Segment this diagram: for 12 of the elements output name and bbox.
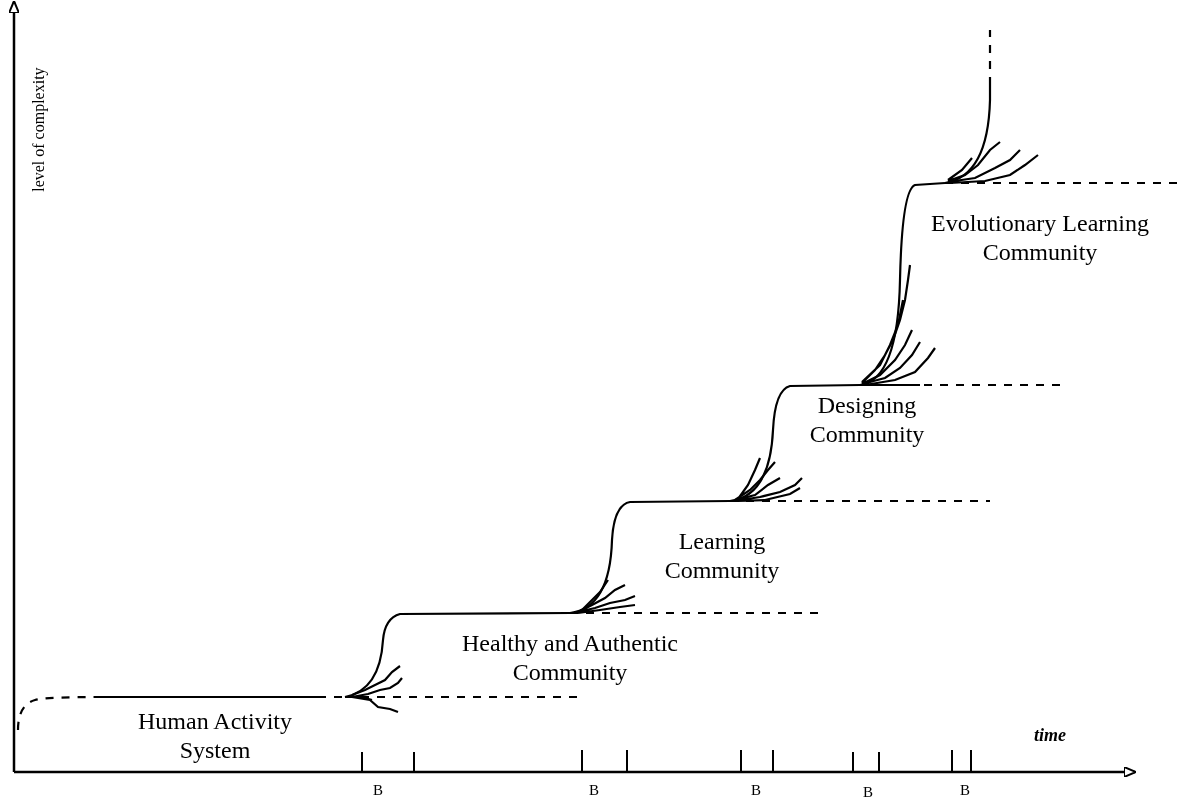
stage-label: Evolutionary Learning Community <box>930 209 1150 267</box>
axis-title: time <box>1033 725 1067 747</box>
stage-label: Healthy and Authentic Community <box>461 629 679 687</box>
tick-label: B <box>372 781 384 799</box>
stage-label: Learning Community <box>663 527 781 585</box>
axis-title: level of complexity <box>28 67 48 193</box>
tick-label: B <box>959 781 971 799</box>
stage-label: Designing Community <box>808 391 926 449</box>
tick-label: B <box>588 781 600 799</box>
tick-label: B <box>862 783 874 801</box>
stage-label: Human Activity System <box>137 707 293 765</box>
tick-label: B <box>750 781 762 799</box>
